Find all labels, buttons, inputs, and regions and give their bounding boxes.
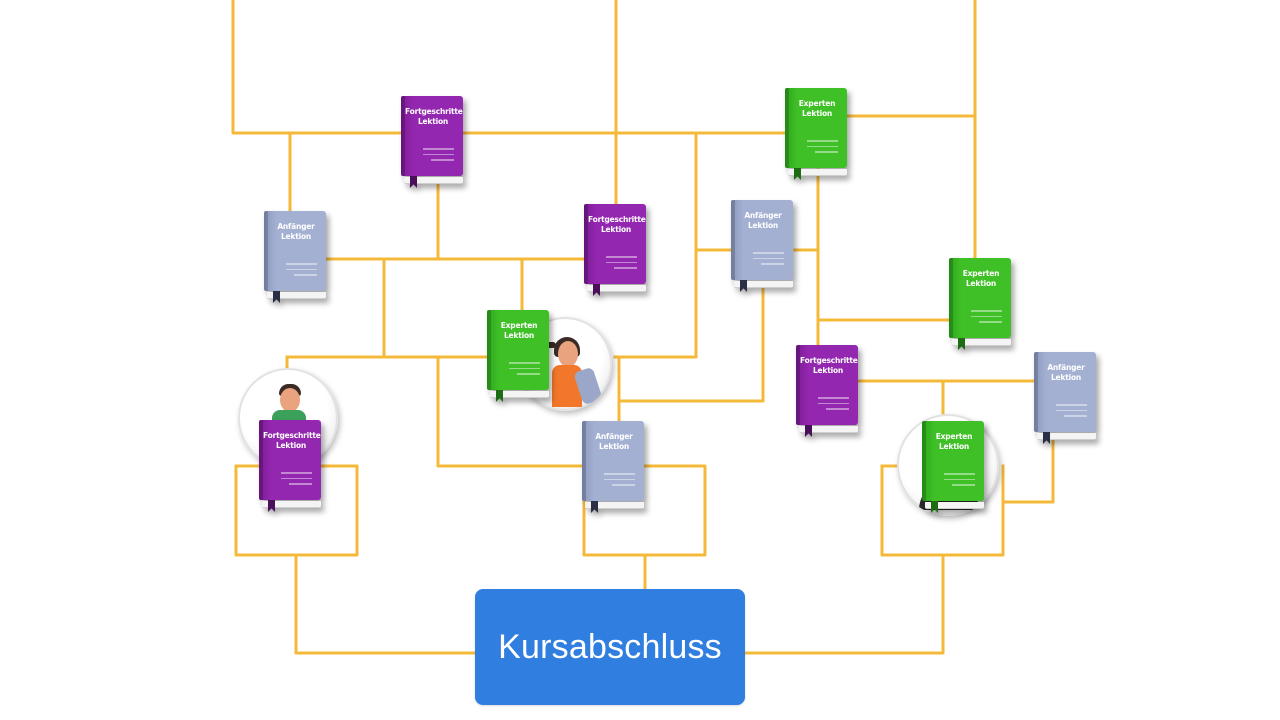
connector-line	[582, 464, 707, 557]
book-label: FortgeschritteneLektion	[263, 431, 321, 450]
book-label: FortgeschritteneLektion	[405, 107, 463, 126]
book-advanced-lesson: FortgeschritteneLektion	[259, 420, 321, 512]
book-advanced-lesson: FortgeschritteneLektion	[401, 96, 463, 188]
connector-line	[234, 464, 359, 557]
book-label: FortgeschritteneLektion	[800, 356, 858, 375]
book-advanced-lesson: FortgeschritteneLektion	[796, 345, 858, 437]
connector-line	[617, 282, 765, 403]
connector-line	[1001, 435, 1055, 504]
connector-line	[743, 553, 945, 655]
book-label: FortgeschritteneLektion	[588, 215, 646, 234]
connector-line	[294, 553, 477, 655]
connector-line	[613, 131, 698, 359]
book-advanced-lesson: FortgeschritteneLektion	[584, 204, 646, 296]
course-completion-label: Kursabschluss	[498, 627, 722, 666]
connector-line	[436, 355, 584, 468]
connector-line	[231, 0, 787, 135]
course-completion-box: Kursabschluss	[475, 589, 745, 705]
